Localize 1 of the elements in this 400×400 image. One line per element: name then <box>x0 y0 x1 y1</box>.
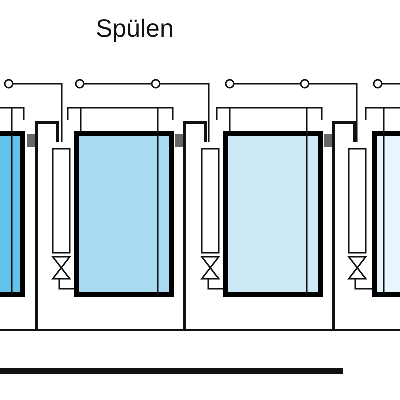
title: Spülen <box>96 14 174 44</box>
